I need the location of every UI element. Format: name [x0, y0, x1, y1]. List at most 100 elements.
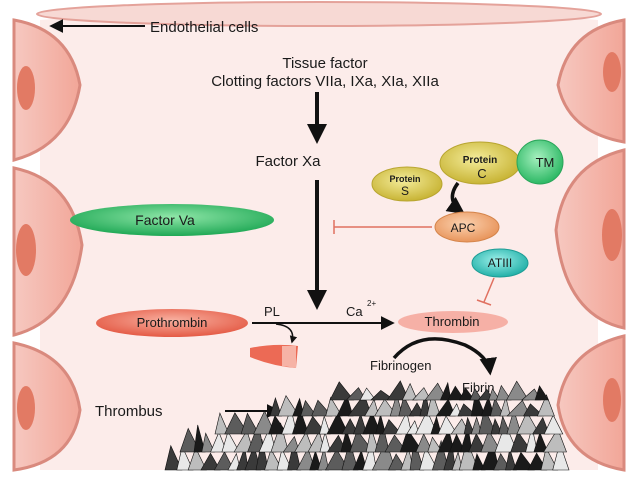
thrombus-spike [253, 410, 276, 435]
thrombus-spike [458, 439, 480, 471]
endothelial-label: Endothelial cells [150, 19, 258, 36]
thrombus-spike [533, 431, 549, 453]
thrombus-spike [522, 403, 545, 417]
thrombus-spike [287, 440, 302, 471]
thrombus-label: Thrombus [95, 403, 163, 420]
thrombus-spike [319, 415, 331, 435]
thrombus-spike [214, 412, 230, 435]
thrombus-spike [543, 428, 567, 453]
apc-label: APC [451, 221, 476, 235]
thrombus-spike [329, 381, 355, 401]
thrombus-spike [419, 392, 431, 417]
thrombus-spike [512, 451, 535, 471]
thrombus-spike [389, 393, 403, 417]
thrombus-spike [282, 435, 300, 453]
thrombus-spike [300, 399, 317, 417]
thrombus-spike [451, 450, 463, 471]
thrombus-spike [294, 431, 315, 453]
thrombus-spike [415, 433, 434, 453]
thrombus-spike [463, 416, 475, 435]
thrombus-spike [478, 407, 497, 435]
thrombus-spike [469, 388, 483, 401]
thrombus-spike [506, 408, 522, 435]
thrombus-spike [437, 415, 458, 435]
thrombus-spike [480, 396, 495, 417]
thrombus-spike [435, 398, 456, 417]
thrombus-spike [307, 430, 326, 453]
thrombus-spike [213, 451, 235, 471]
thrombus-spike [525, 427, 538, 453]
thrombus-spike [506, 380, 529, 401]
thrombus-spike [532, 416, 550, 435]
thrombus-spike [499, 396, 511, 417]
thrombus-spike [480, 429, 502, 453]
thrombus-spike [247, 422, 265, 453]
initiator-line-1: Tissue factor [282, 55, 367, 72]
right-vessel-wall [554, 18, 626, 472]
thrombus-spike [495, 384, 512, 401]
thrombus-spike [439, 381, 452, 401]
thrombus-spike [374, 423, 390, 453]
thrombus-spike [401, 382, 418, 401]
left-nucleus [17, 386, 35, 430]
thrombus-spike [388, 453, 407, 471]
thrombus-spike [319, 431, 331, 453]
ca-label: Ca [346, 304, 363, 319]
thrombus-spike [325, 396, 343, 417]
thrombus-spike [236, 447, 249, 471]
protein-s-shape [371, 166, 443, 202]
atiii-shape [471, 248, 529, 278]
factor-va-shape [70, 204, 274, 236]
thrombus-spike [459, 427, 473, 453]
arrow-fibrinogen-to-fibrin [392, 337, 497, 376]
thrombus-spike [498, 415, 511, 435]
thrombin-shape [398, 311, 508, 333]
thrombus-spike [359, 387, 377, 401]
thrombus-spike [386, 380, 410, 401]
factor-va-label: Factor Va [135, 212, 195, 228]
thrombus-spike [240, 412, 260, 435]
thrombus-spike [362, 411, 382, 435]
atiii-inhibition-line [483, 277, 495, 303]
thrombus-spike [224, 412, 249, 435]
thrombus-spike [227, 452, 241, 471]
thrombus-mesh [164, 380, 570, 471]
thrombus-spike [277, 395, 300, 417]
atiii-label: ATIII [488, 256, 512, 270]
right-nucleus [603, 52, 621, 92]
thrombus-spike [424, 382, 448, 401]
thrombus-spike [458, 387, 476, 401]
thrombus-spike [534, 385, 550, 401]
thrombus-spike [365, 426, 380, 453]
thrombus-spike [326, 412, 349, 435]
thrombus-spike [200, 452, 221, 471]
thrombus-spike [201, 432, 215, 453]
thrombus-spike [506, 399, 531, 417]
thrombus-spike [258, 426, 277, 453]
thrombus-spike [244, 444, 262, 471]
protein-s-line2: S [401, 184, 409, 198]
thrombus-spike [276, 447, 293, 471]
thrombus-spike [490, 397, 505, 417]
thrombus-spike [384, 434, 408, 453]
thrombus-spike [317, 447, 330, 471]
left-nucleus [17, 66, 35, 110]
thrombus-spike [309, 449, 323, 471]
protein-c-line1: Protein [463, 155, 497, 166]
prothrombin-label: Prothrombin [137, 315, 208, 330]
thrombus-spike [281, 407, 298, 435]
thrombus-spike [296, 447, 316, 471]
thrombus-spike [193, 424, 206, 453]
thrombus-spike [426, 391, 441, 417]
thrombus-spike [176, 445, 194, 471]
pl-label: PL [264, 304, 280, 319]
left-nucleus [16, 224, 36, 276]
tm-shape [516, 139, 564, 185]
thrombus-spike [255, 438, 269, 471]
fibrinogen-label: Fibrinogen [370, 358, 431, 373]
thrombus-spike [480, 440, 500, 471]
thrombus-spike [292, 397, 305, 417]
thrombus-spike [536, 394, 555, 417]
factor-xa-label: Factor Xa [255, 153, 321, 170]
prothrombin-shape [96, 309, 248, 337]
